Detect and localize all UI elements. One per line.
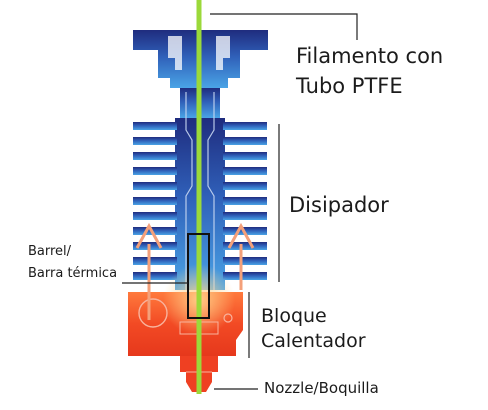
heatsink-top-slot-left xyxy=(168,36,182,70)
heater-label-line2: Calentador xyxy=(261,330,366,352)
heat-arrow-right xyxy=(227,222,255,290)
nozzle-label: Nozzle/Boquilla xyxy=(264,379,379,397)
heater-label-line1: Bloque xyxy=(261,305,327,327)
heatsink-label: Disipador xyxy=(289,193,389,217)
thermistor-hole xyxy=(223,313,233,323)
filament-label-line1: Filamento con xyxy=(296,44,444,68)
filament-callout-line xyxy=(210,13,358,40)
heatbreak-outline xyxy=(185,92,215,290)
filament-label-line2: Tubo PTFE xyxy=(296,74,403,98)
heater-cartridge-hole xyxy=(138,298,168,328)
heatsink-top-slot-right xyxy=(216,36,230,70)
barrel-highlight-box xyxy=(187,233,210,319)
barrel-label-line2: Barra térmica xyxy=(28,266,118,281)
heater-block-step xyxy=(179,321,219,335)
heat-arrow-left xyxy=(135,222,163,320)
barrel-label-line1: Barrel/ xyxy=(28,244,72,259)
